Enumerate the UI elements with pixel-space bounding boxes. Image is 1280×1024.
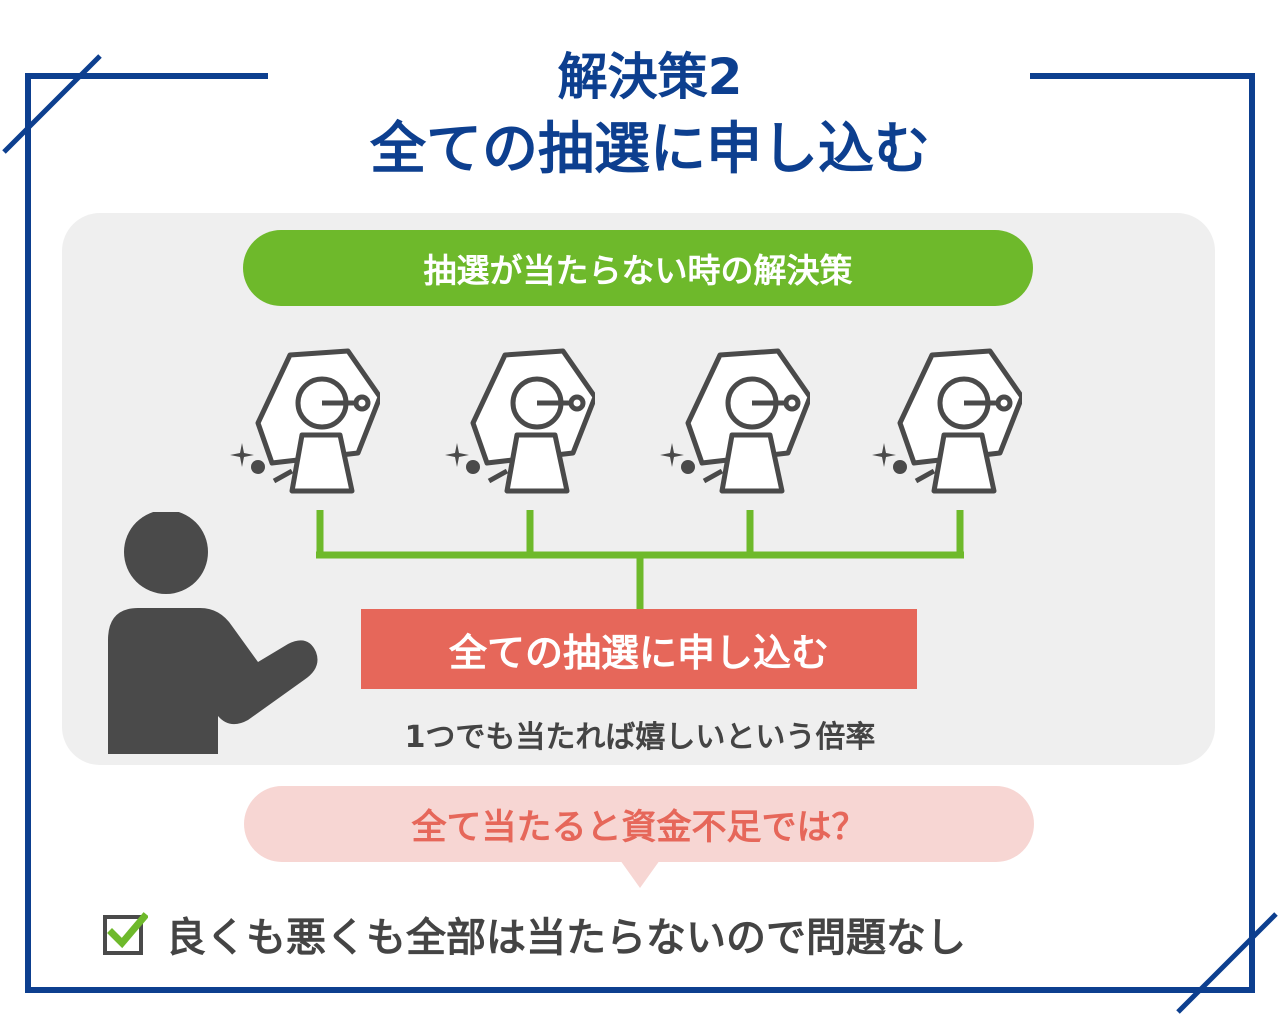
solution-header-pill: 抽選が当たらない時の解決策 — [243, 230, 1033, 306]
title-line-1: 解決策2 — [557, 48, 743, 106]
lottery-machine-icon — [445, 348, 595, 494]
lottery-machine-icon — [660, 348, 810, 494]
conclusion-text: 良くも悪くも全部は当たらないので問題なし — [166, 915, 966, 961]
person-icon — [108, 512, 318, 754]
lottery-machine-icon — [230, 348, 380, 494]
title-line-2: 全ての抽選に申し込む — [370, 117, 930, 182]
lottery-machine-icon — [872, 348, 1022, 494]
question-text: 全て当たると資金不足では？ — [411, 807, 867, 848]
frame-diagonal-top-left — [2, 54, 102, 154]
solution-header-text: 抽選が当たらない時の解決策 — [423, 251, 853, 290]
conclusion-row: 良くも悪くも全部は当たらないので問題なし — [102, 904, 966, 964]
bubble-tail — [620, 860, 660, 888]
connector-lines — [316, 510, 964, 610]
apply-all-box: 全ての抽選に申し込む — [361, 609, 917, 689]
odds-caption: 1つでも当たれば嬉しいという倍率 — [404, 720, 876, 755]
question-bubble: 全て当たると資金不足では？ — [244, 786, 1034, 862]
apply-all-text: 全ての抽選に申し込む — [448, 630, 829, 675]
checkbox-icon — [103, 912, 148, 955]
frame-diagonal-bottom-right — [1176, 912, 1278, 1014]
